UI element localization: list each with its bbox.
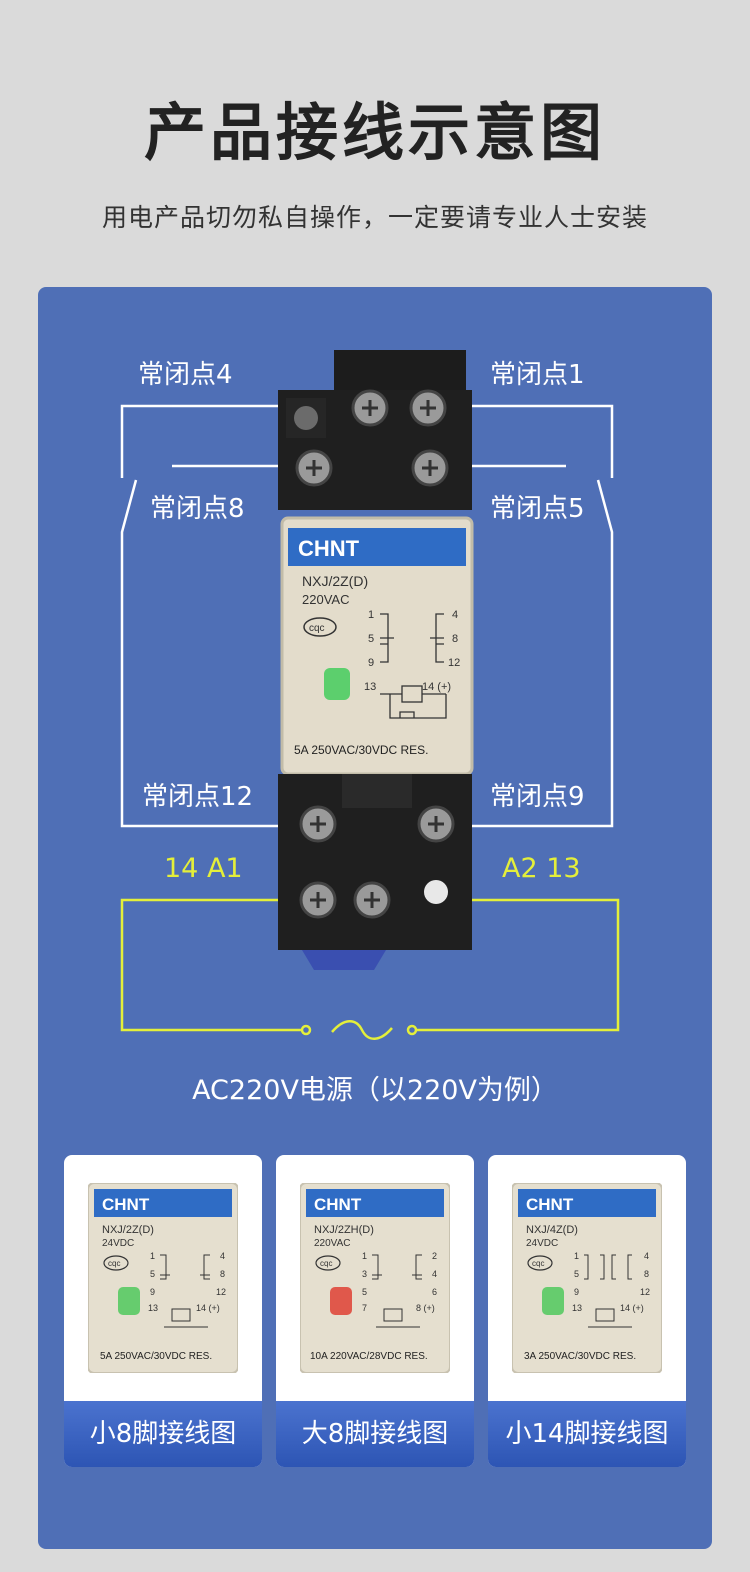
label-nc4: 常闭点4 [138, 360, 233, 390]
svg-text:NXJ/4Z(D): NXJ/4Z(D) [526, 1224, 578, 1236]
svg-text:220VAC: 220VAC [314, 1238, 351, 1249]
pin-r3: 12 [448, 657, 460, 669]
svg-text:13: 13 [572, 1303, 582, 1313]
svg-text:1: 1 [362, 1251, 367, 1261]
svg-text:2: 2 [432, 1251, 437, 1261]
pin-r4: 14 (+) [422, 681, 451, 693]
svg-text:3: 3 [362, 1269, 367, 1279]
relay-schematic [380, 613, 447, 719]
svg-text:CHNT: CHNT [102, 1195, 150, 1214]
svg-text:cqc: cqc [532, 1259, 544, 1268]
relay-thumb: CHNT NXJ/4Z(D) 24VDC cqc 1 5 9 13 4 8 12… [512, 1183, 662, 1373]
svg-text:13: 13 [148, 1303, 158, 1313]
label-nc5: 常闭点5 [490, 494, 585, 524]
label-nc8: 常闭点8 [150, 494, 245, 524]
relay-rating: 5A 250VAC/30VDC RES. [294, 743, 429, 757]
label-nc9: 常闭点9 [490, 782, 585, 812]
screw-terminals-bottom [299, 805, 455, 919]
svg-text:10A 220VAC/28VDC RES.: 10A 220VAC/28VDC RES. [310, 1351, 428, 1362]
card-label[interactable]: 小8脚接线图 [64, 1401, 262, 1467]
svg-text:1: 1 [574, 1251, 579, 1261]
svg-text:24VDC: 24VDC [526, 1238, 558, 1249]
svg-text:14 (+): 14 (+) [620, 1303, 644, 1313]
svg-text:1: 1 [150, 1251, 155, 1261]
pin-l1: 1 [368, 609, 374, 621]
relay-voltage: 220VAC [302, 592, 349, 607]
svg-text:5A 250VAC/30VDC RES.: 5A 250VAC/30VDC RES. [100, 1351, 212, 1362]
status-led [324, 668, 350, 700]
relay-thumb: CHNT NXJ/2Z(D) 24VDC cqc 1 5 9 13 4 8 12… [88, 1183, 238, 1373]
svg-text:4: 4 [220, 1251, 225, 1261]
pin-l3: 9 [368, 657, 374, 669]
card-label[interactable]: 大8脚接线图 [276, 1401, 474, 1467]
svg-text:CHNT: CHNT [526, 1195, 574, 1214]
card-large-8pin[interactable]: CHNT NXJ/2ZH(D) 220VAC cqc 1 3 5 7 2 4 6… [276, 1155, 474, 1467]
led [330, 1287, 352, 1315]
relay-thumb: CHNT NXJ/2ZH(D) 220VAC cqc 1 3 5 7 2 4 6… [300, 1183, 450, 1373]
label-a1: 14 A1 [164, 853, 243, 884]
cert-mark: cqc [309, 623, 325, 634]
label-a2: A2 13 [502, 853, 581, 884]
svg-text:CHNT: CHNT [314, 1195, 362, 1214]
power-wires [120, 898, 620, 1040]
relay-model: NXJ/2Z(D) [302, 573, 368, 589]
svg-text:9: 9 [574, 1287, 579, 1297]
svg-text:7: 7 [362, 1303, 367, 1313]
pin-r2: 8 [452, 633, 458, 645]
svg-text:cqc: cqc [320, 1259, 332, 1268]
svg-text:8: 8 [644, 1269, 649, 1279]
pin-r1: 4 [452, 609, 458, 621]
svg-text:cqc: cqc [108, 1259, 120, 1268]
svg-text:5: 5 [362, 1287, 367, 1297]
svg-text:4: 4 [432, 1269, 437, 1279]
relay-device: CHNT NXJ/2Z(D) 220VAC cqc 1 5 9 13 4 8 1… [278, 350, 474, 970]
page-title: 产品接线示意图 [143, 96, 606, 169]
svg-text:12: 12 [640, 1287, 650, 1297]
pin-l4: 13 [364, 681, 376, 693]
svg-text:4: 4 [644, 1251, 649, 1261]
svg-text:5: 5 [574, 1269, 579, 1279]
label-nc1: 常闭点1 [490, 360, 585, 390]
svg-text:5: 5 [150, 1269, 155, 1279]
variant-cards: CHNT NXJ/2Z(D) 24VDC cqc 1 5 9 13 4 8 12… [64, 1155, 686, 1467]
svg-text:NXJ/2Z(D): NXJ/2Z(D) [102, 1224, 154, 1236]
svg-text:12: 12 [216, 1287, 226, 1297]
svg-text:6: 6 [432, 1287, 437, 1297]
pin-l2: 5 [368, 633, 374, 645]
svg-text:24VDC: 24VDC [102, 1238, 134, 1249]
led [542, 1287, 564, 1315]
relay-brand: CHNT [298, 536, 360, 561]
card-label[interactable]: 小14脚接线图 [488, 1401, 686, 1467]
led [118, 1287, 140, 1315]
power-source-label: AC220V电源（以220V为例） [192, 1075, 558, 1106]
label-nc12: 常闭点12 [142, 782, 254, 812]
svg-text:3A 250VAC/30VDC RES.: 3A 250VAC/30VDC RES. [524, 1351, 636, 1362]
svg-text:8 (+): 8 (+) [416, 1303, 435, 1313]
card-small-14pin[interactable]: CHNT NXJ/4Z(D) 24VDC cqc 1 5 9 13 4 8 12… [488, 1155, 686, 1467]
svg-text:14 (+): 14 (+) [196, 1303, 220, 1313]
screw-terminals-top [295, 389, 449, 487]
svg-text:8: 8 [220, 1269, 225, 1279]
card-small-8pin[interactable]: CHNT NXJ/2Z(D) 24VDC cqc 1 5 9 13 4 8 12… [64, 1155, 262, 1467]
svg-text:9: 9 [150, 1287, 155, 1297]
svg-text:NXJ/2ZH(D): NXJ/2ZH(D) [314, 1224, 374, 1236]
safety-warning: 用电产品切勿私自操作，一定要请专业人士安装 [101, 203, 648, 232]
